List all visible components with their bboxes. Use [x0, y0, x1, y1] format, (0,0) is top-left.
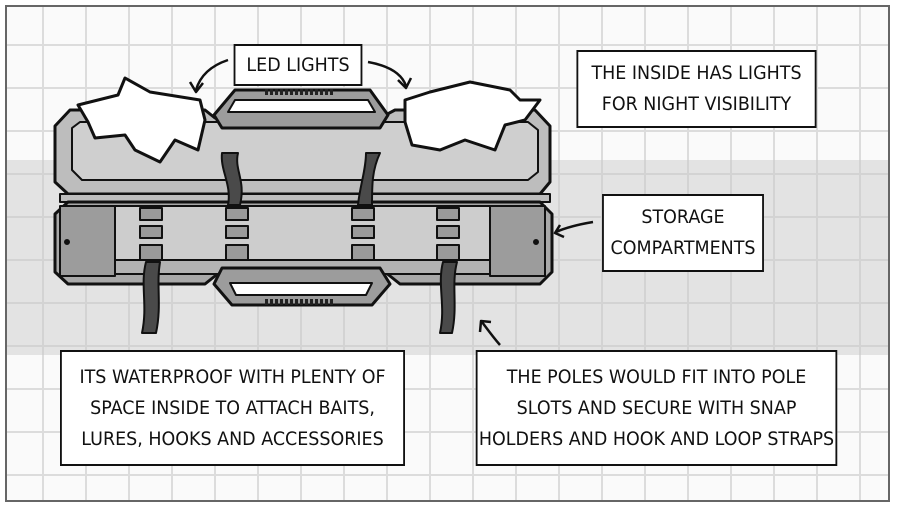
inside-lights-label: THE INSIDE HAS LIGHTS FOR NIGHT VISIBILI… — [576, 50, 817, 128]
label-text: ITS WATERPROOF WITH PLENTY OF — [79, 365, 386, 388]
light-burst-left — [76, 76, 207, 164]
label-text: FOR NIGHT VISIBILITY — [601, 93, 792, 115]
label-text: HOLDERS AND HOOK AND LOOP STRAPS — [478, 427, 835, 450]
label-text: SPACE INSIDE TO ATTACH BAITS, — [90, 396, 375, 419]
led-lights-label: LED LIGHTS — [233, 44, 363, 86]
light-burst-right — [403, 80, 542, 152]
poles-label: THE POLES WOULD FIT INTO POLE SLOTS AND … — [475, 350, 838, 466]
label-text: THE INSIDE HAS LIGHTS — [591, 62, 802, 84]
waterproof-label: ITS WATERPROOF WITH PLENTY OF SPACE INSI… — [60, 350, 405, 466]
pointer-arrows — [188, 58, 594, 346]
label-text: SLOTS AND SECURE WITH SNAP — [516, 396, 797, 419]
label-text: STORAGE — [641, 206, 725, 228]
straps — [141, 152, 458, 334]
label-text: THE POLES WOULD FIT INTO POLE — [506, 365, 807, 388]
label-text: LED LIGHTS — [246, 53, 350, 76]
snap-holders — [139, 207, 460, 261]
label-text: LURES, HOOKS AND ACCESSORIES — [81, 427, 384, 450]
storage-label: STORAGE COMPARTMENTS — [602, 194, 764, 272]
label-text: COMPARTMENTS — [610, 237, 756, 259]
